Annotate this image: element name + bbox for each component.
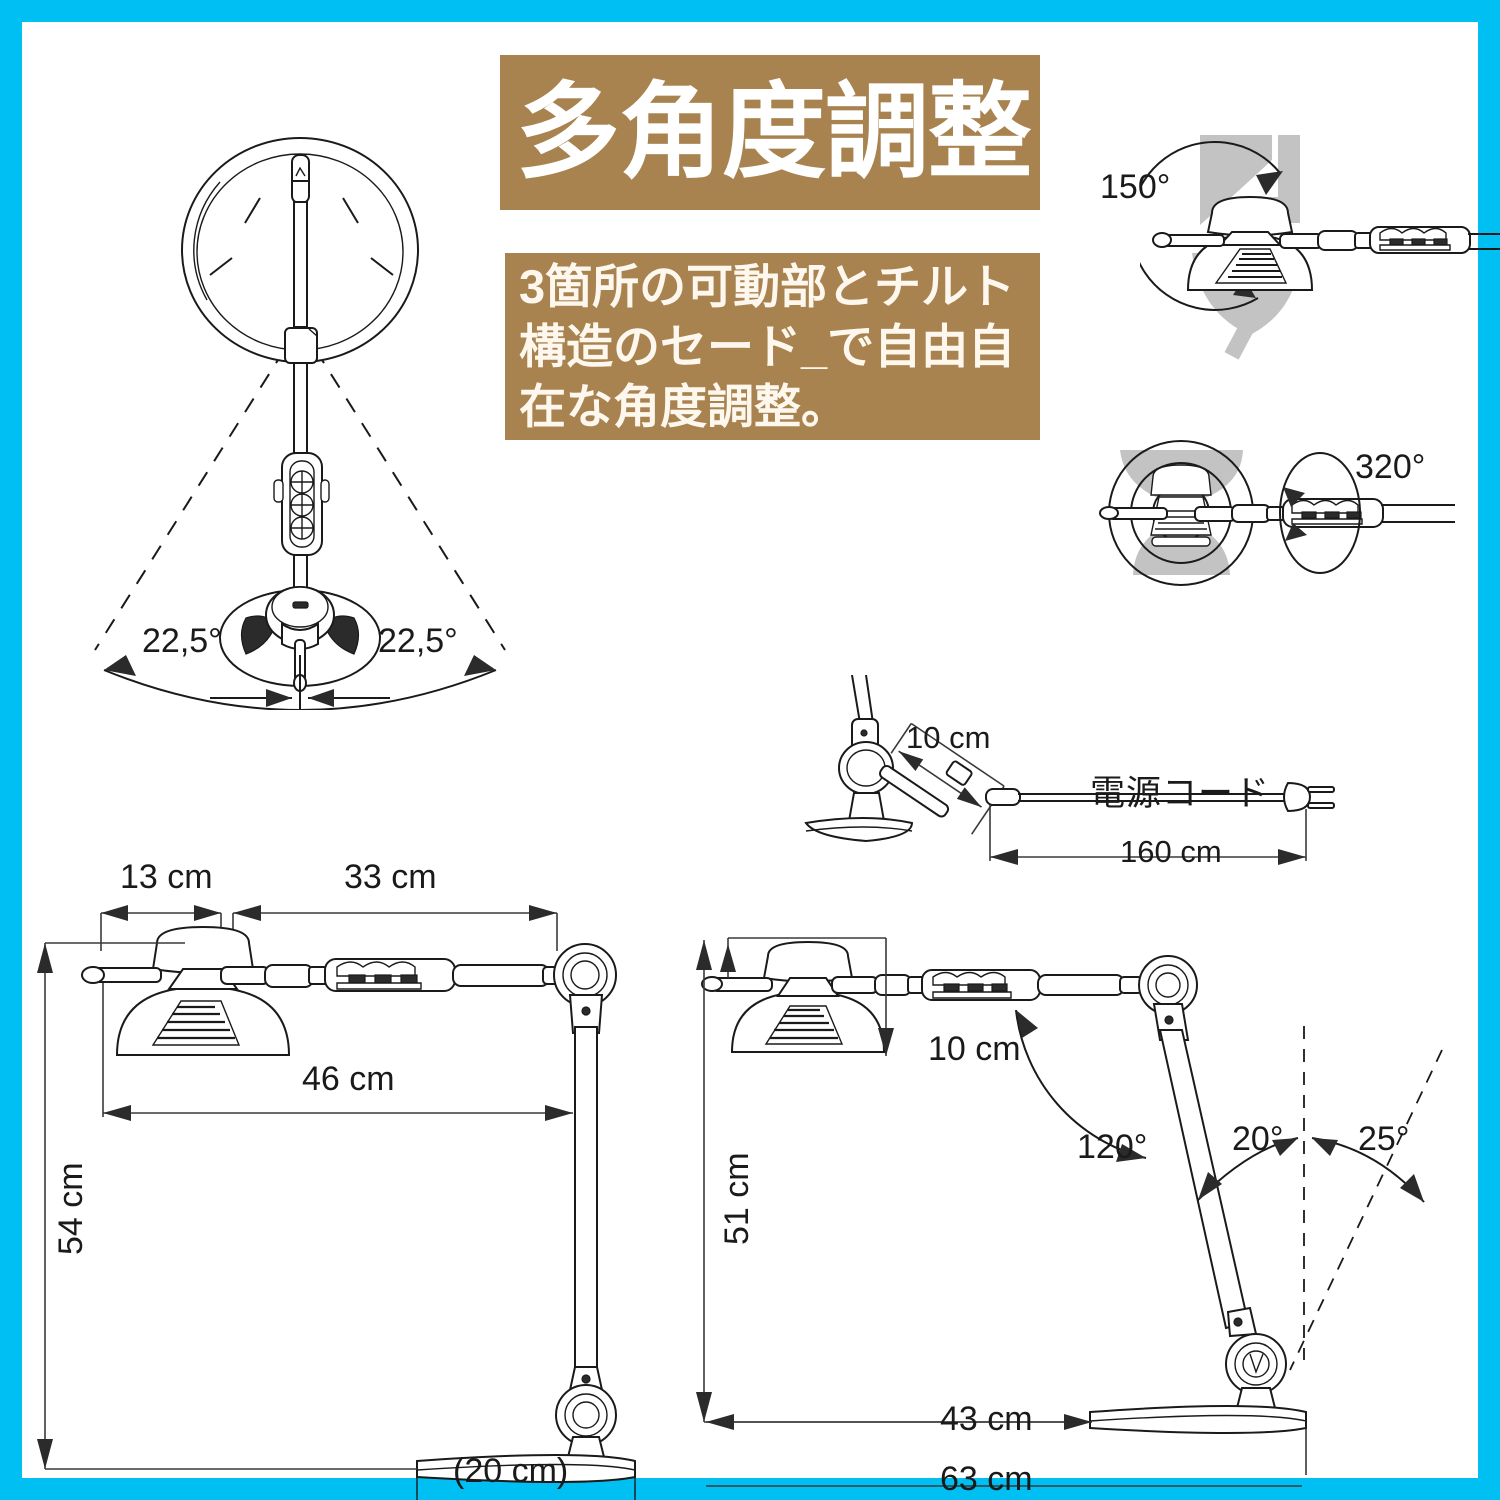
head-height-label: 10 cm (928, 1030, 1021, 1068)
total-reach-dimension (102, 983, 573, 1121)
total-reach-label: 46 cm (302, 1060, 395, 1098)
cord-length-dimension (989, 805, 1307, 865)
tilted-reference-dashed (1289, 1049, 1443, 1371)
span-63-label: 63 cm (940, 1460, 1033, 1498)
front-dimension-diagram (25, 855, 645, 1500)
total-height-label: 54 cm (52, 1162, 90, 1255)
reach-43-label: 43 cm (940, 1400, 1033, 1438)
joint-length-label: 10 cm (906, 720, 991, 755)
back-angle-label: 20° (1232, 1120, 1284, 1158)
elbow-angle-label: 120° (1077, 1128, 1148, 1166)
arm-length-dimension (232, 905, 558, 967)
arm-length-label: 33 cm (344, 858, 437, 896)
top-view-swivel-diagram (60, 110, 540, 710)
swing-angle-arcs (1197, 1137, 1425, 1203)
head-width-label: 13 cm (120, 858, 213, 896)
frame-border-left (0, 0, 22, 1500)
lamp-head-front (81, 925, 291, 1056)
lower-pivot-base-angle (1089, 1306, 1307, 1475)
rotation-arm (1231, 498, 1455, 528)
rotation-angle-label: 320° (1355, 448, 1426, 486)
frame-border-bottom (0, 1478, 1500, 1500)
joint-length-dimension (890, 722, 1005, 835)
forward-angle-label: 25° (1358, 1120, 1410, 1158)
base-width-label: (20 cm) (453, 1452, 569, 1490)
power-cord-label: 電源コード (1090, 774, 1271, 813)
total-height-dimension (37, 942, 417, 1470)
control-panel-top-view (273, 452, 330, 594)
tilted-column (1158, 1029, 1250, 1330)
horizontal-arm-angle-view (831, 969, 1143, 1001)
power-cord-diagram (790, 675, 1350, 875)
description-banner: 3箇所の可動部とチルト構造のセード_で自由自在な角度調整。 (505, 253, 1040, 440)
upper-pivot-joint (553, 943, 617, 1034)
lower-pivot-and-base (416, 1366, 636, 1500)
frame-border-top (0, 0, 1500, 22)
lamp-head-tilted (1152, 195, 1314, 291)
swivel-cone-dashed (94, 324, 506, 651)
height-51-label: 51 cm (718, 1152, 756, 1245)
rotation-indicator-arrows (1279, 452, 1361, 574)
tilt-angle-label: 150° (1100, 168, 1171, 206)
angle-dimension-diagram (690, 930, 1500, 1490)
horizontal-arm-tilt-view (1279, 226, 1500, 254)
swivel-angle-right-label: 22,5° (378, 622, 458, 660)
lamp-base-top-view (219, 586, 381, 692)
swivel-angle-left-label: 22,5° (142, 622, 222, 660)
swivel-angle-arcs (103, 655, 497, 710)
horizontal-arm-front (220, 958, 566, 992)
elbow-angle-arc (1015, 1009, 1147, 1162)
lamp-base-joint (804, 675, 973, 843)
elbow-pivot (1138, 955, 1198, 1041)
power-cord-wire (985, 781, 1335, 813)
vertical-column (574, 1026, 598, 1398)
lamp-head-angle-view (701, 940, 886, 1053)
cord-length-label: 160 cm (1120, 834, 1222, 869)
head-height-dimension (720, 937, 894, 1056)
frame-border-right (1478, 0, 1500, 1500)
reach-dimension-43 (706, 1414, 1092, 1430)
light-rays (209, 197, 394, 276)
head-tilt-diagram (1140, 135, 1500, 385)
head-rotation-diagram (1095, 425, 1500, 625)
headline-banner: 多角度調整 (500, 55, 1040, 210)
